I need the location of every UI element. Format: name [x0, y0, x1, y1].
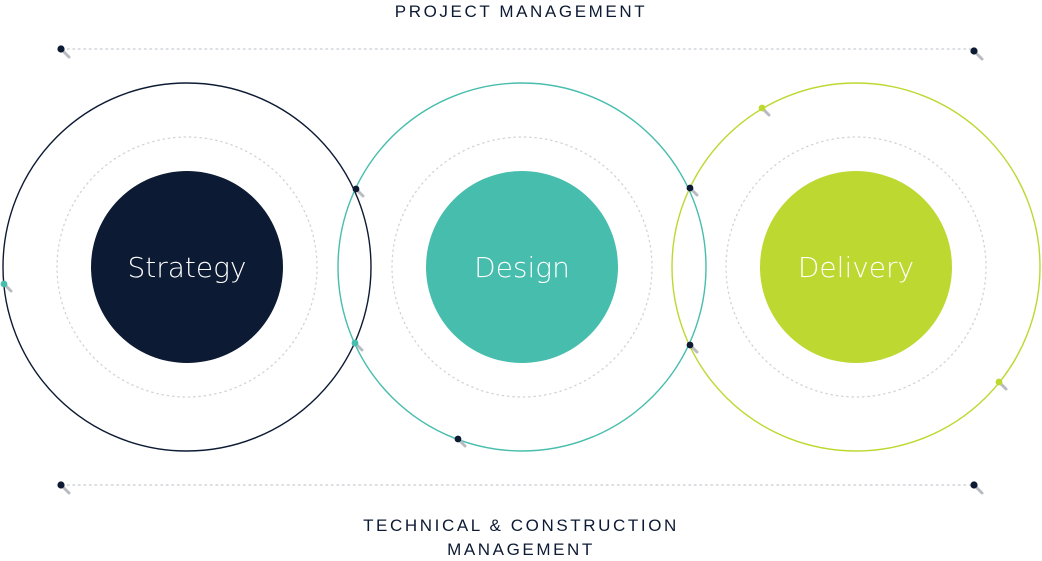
intersection-dot-lower-right — [686, 341, 699, 354]
intersection-dot-lower-left — [351, 339, 364, 352]
delivery-orbit-ring — [671, 82, 1041, 452]
delivery-label: Delivery — [798, 251, 914, 284]
top-left-marker — [57, 45, 71, 59]
strategy-orbit-dot — [0, 280, 13, 293]
design-orbit-ring — [337, 82, 707, 452]
bottom-right-marker — [970, 481, 984, 495]
delivery-circle — [760, 171, 952, 363]
strategy-dotted-ring — [56, 136, 318, 398]
design-orbit-dot — [454, 435, 467, 448]
delivery-orbit-dot-bottom — [995, 378, 1008, 391]
intersection-dot-upper-right — [686, 184, 699, 197]
top-caption: PROJECT MANAGEMENT — [394, 2, 648, 21]
strategy-circle — [91, 171, 283, 363]
bottom-caption-line-1: TECHNICAL & CONSTRUCTION — [363, 516, 679, 535]
bottom-caption-line-2: MANAGEMENT — [447, 540, 595, 559]
design-label: Design — [474, 251, 570, 284]
strategy-label: Strategy — [128, 251, 247, 284]
design-dotted-ring — [391, 136, 653, 398]
intersection-dot-upper-left — [352, 185, 365, 198]
design-circle — [426, 171, 618, 363]
delivery-orbit-dot-top — [758, 104, 771, 117]
delivery-dotted-ring — [725, 136, 987, 398]
top-right-marker — [970, 47, 984, 61]
strategy-orbit-ring — [2, 82, 372, 452]
bottom-left-marker — [57, 481, 71, 495]
